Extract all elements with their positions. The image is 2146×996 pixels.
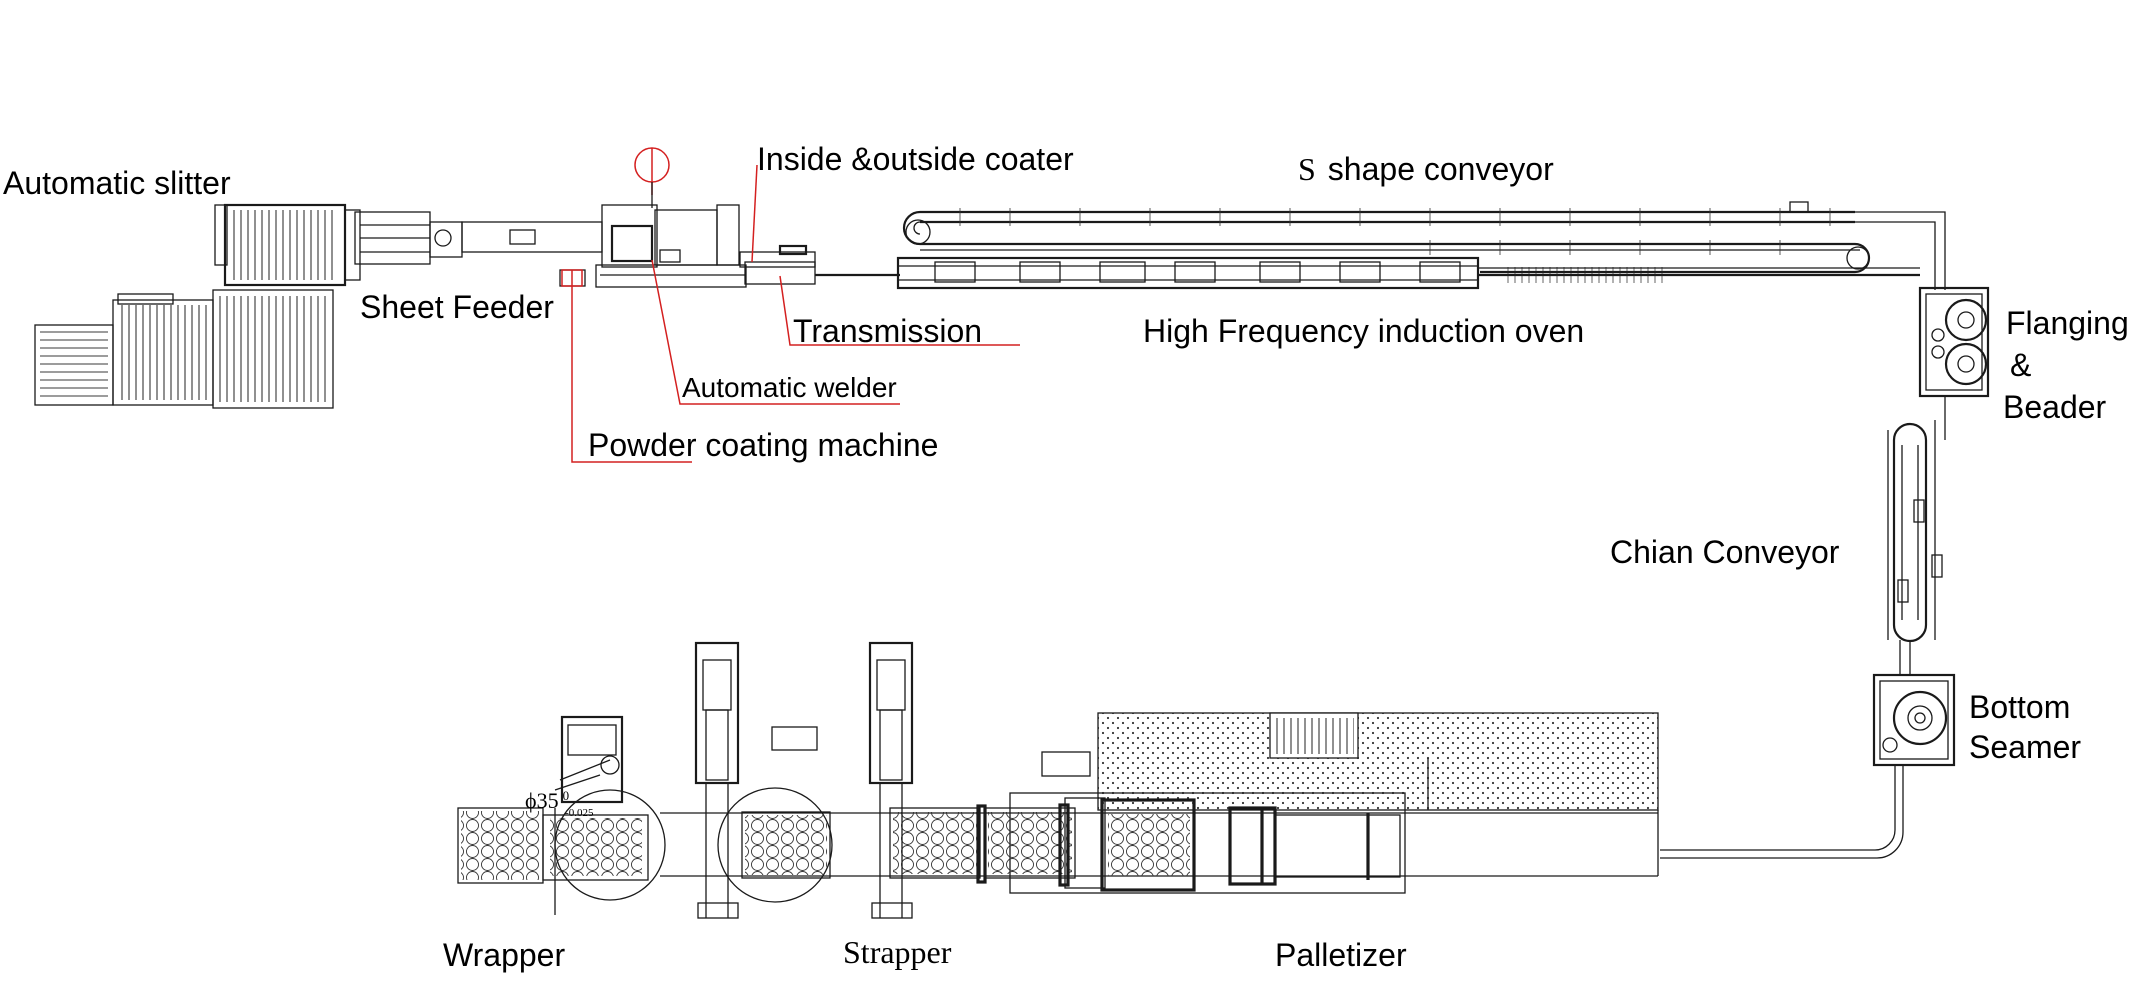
label-powder-coating-machine: Powder coating machine [588,427,938,463]
label-bottom: Bottom [1969,689,2070,725]
label-flanging-ampersand: & [2010,347,2031,383]
label-wrapper: Wrapper [443,937,565,973]
welder-coater-cluster [559,147,900,288]
label-high-frequency-oven: High Frequency induction oven [1143,313,1584,349]
label-sheet-feeder: Sheet Feeder [360,289,554,325]
flanging-beader-machine [1918,286,1990,398]
label-beader: Beader [2003,389,2107,425]
label-strapper: Strapper [843,934,952,970]
bottom-seamer-machine [1660,673,1956,859]
label-seamer: Seamer [1969,729,2081,765]
wrapper-machine [457,715,666,915]
label-inside-outside-coater: Inside &outside coater [757,141,1074,177]
chain-conveyor [1887,396,1946,675]
induction-oven [896,256,1920,290]
labels: Automatic slitter Sheet Feeder Inside &o… [3,141,2129,973]
label-automatic-welder: Automatic welder [682,372,897,403]
automatic-slitter-machine [34,203,603,409]
label-chain-conveyor: Chian Conveyor [1610,534,1840,570]
dimension-annotation: ϕ35 0 -0.025 [525,787,594,819]
strapper-machines [694,641,914,919]
can-bundles [889,797,1106,889]
label-palletizer: Palletizer [1275,937,1407,973]
label-transmission: Transmission [793,313,982,349]
label-s-shape-conveyor: S shape conveyor [1298,151,1554,187]
leader-lines [561,164,1020,463]
label-automatic-slitter: Automatic slitter [3,165,231,201]
label-flanging: Flanging [2006,305,2129,341]
